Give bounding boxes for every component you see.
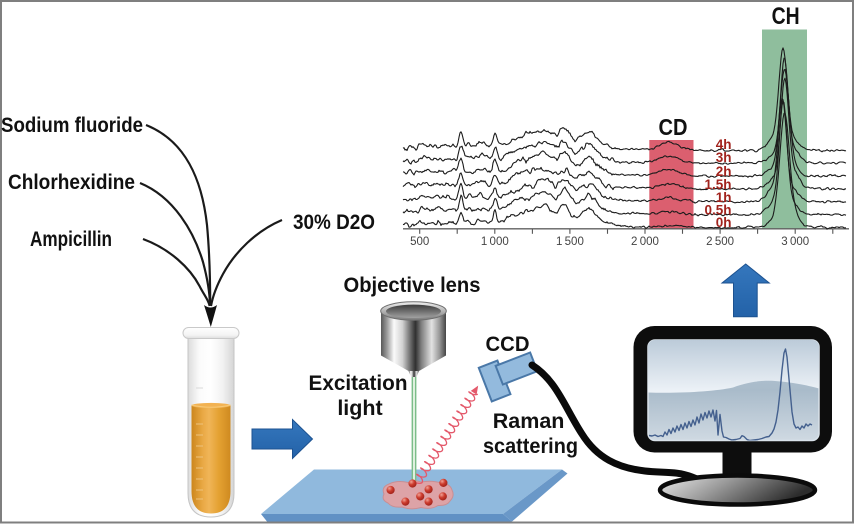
svg-text:light: light <box>337 396 382 420</box>
svg-text:Objective lens: Objective lens <box>344 273 481 297</box>
svg-text:0.5h: 0.5h <box>704 203 731 218</box>
svg-text:2 500: 2 500 <box>706 236 734 248</box>
svg-text:500: 500 <box>410 236 429 248</box>
svg-text:1h: 1h <box>716 190 732 205</box>
svg-text:1 500: 1 500 <box>556 236 584 248</box>
svg-text:scattering: scattering <box>483 434 578 458</box>
svg-text:Sodium fluoride: Sodium fluoride <box>1 114 143 137</box>
svg-text:CCD: CCD <box>486 332 530 356</box>
svg-text:CD: CD <box>659 114 688 140</box>
svg-text:CH: CH <box>772 3 800 30</box>
svg-text:2h: 2h <box>716 164 732 179</box>
svg-text:1.5h: 1.5h <box>704 177 731 192</box>
svg-text:Raman: Raman <box>493 409 565 433</box>
svg-text:2 000: 2 000 <box>631 236 659 248</box>
svg-text:Ampicillin: Ampicillin <box>30 228 112 251</box>
svg-text:Excitation: Excitation <box>309 371 408 395</box>
svg-text:3h: 3h <box>716 150 732 165</box>
svg-text:30% D2O: 30% D2O <box>293 211 375 234</box>
svg-text:1 000: 1 000 <box>481 236 509 248</box>
svg-text:3 000: 3 000 <box>781 236 809 248</box>
svg-text:Chlorhexidine: Chlorhexidine <box>8 171 135 194</box>
svg-text:4h: 4h <box>716 137 732 152</box>
svg-text:0h: 0h <box>716 215 732 230</box>
